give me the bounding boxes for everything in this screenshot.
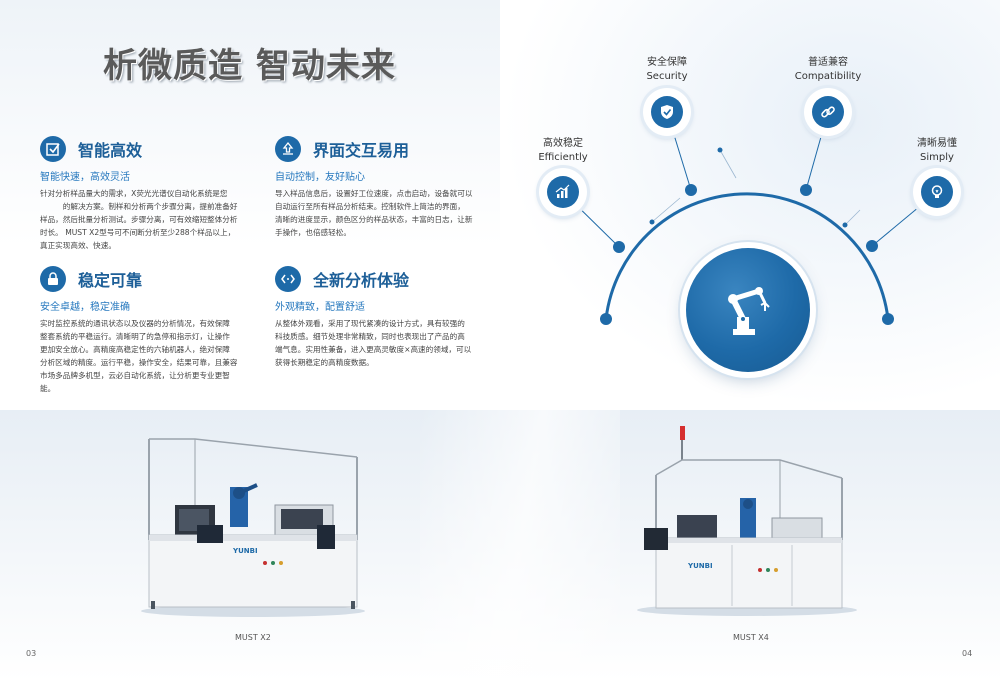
page-number-right: 04 bbox=[962, 649, 973, 658]
decor-line bbox=[651, 197, 681, 223]
property-label-security: 安全保障 Security bbox=[632, 56, 702, 84]
body-line: 自动运行至所有样品分析结束。控制软件上简洁的界面， bbox=[275, 202, 465, 211]
body-line: 实时监控系统的通讯状态以及仪器的分析情况，有效保障 bbox=[40, 319, 230, 328]
property-label-compatibility: 普适兼容 Compatibility bbox=[783, 56, 873, 84]
body-line: 真正实现高效、快速。 bbox=[40, 241, 116, 250]
arc-node bbox=[685, 184, 697, 196]
arc-node bbox=[866, 240, 878, 252]
pointer-icon bbox=[275, 136, 301, 162]
background-light-stripe bbox=[420, 410, 620, 681]
code-icon bbox=[275, 266, 301, 292]
property-en: Simply bbox=[920, 152, 954, 163]
property-node-efficiently bbox=[539, 168, 587, 216]
feature-body: 针对分析样品量大的需求，X荧光光谱仪自动化系统是您 的解决方案。制样和分析两个步… bbox=[40, 187, 237, 252]
shield-icon bbox=[651, 96, 683, 128]
property-cn: 安全保障 bbox=[647, 57, 687, 68]
product-caption: MUST X4 bbox=[733, 633, 769, 642]
property-node-simply bbox=[913, 168, 961, 216]
product-image-must-x4 bbox=[637, 426, 857, 616]
body-line: 清晰的进度显示，颜色区分的样品状态，丰富的日志，让新 bbox=[275, 215, 473, 224]
feature-body: 实时监控系统的通讯状态以及仪器的分析情况，有效保障 整套系统的平稳运行。清晰明了… bbox=[40, 317, 237, 395]
body-line: 导入样品信息后，设置好工位速度，点击启动，设备就可以 bbox=[275, 189, 473, 198]
feature-subtitle: 安全卓越，稳定准确 bbox=[40, 302, 130, 313]
feature-title: 智能高效 bbox=[78, 141, 143, 160]
lightbulb-icon bbox=[921, 176, 953, 208]
feature-body: 导入样品信息后，设置好工位速度，点击启动，设备就可以 自动运行至所有样品分析结束… bbox=[275, 187, 472, 239]
small-dot bbox=[842, 222, 848, 228]
body-line: 针对分析样品量大的需求，X荧光光谱仪自动化系统是您 bbox=[40, 189, 228, 198]
feature-reliability: 稳定可靠 安全卓越，稳定准确 实时监控系统的通讯状态以及仪器的分析情况，有效保障… bbox=[40, 266, 245, 401]
feature-efficiency: 智能高效 智能快速，高效灵活 针对分析样品量大的需求，X荧光光谱仪自动化系统是您… bbox=[40, 136, 245, 256]
arc-node bbox=[882, 313, 894, 325]
property-cn: 高效稳定 bbox=[543, 138, 583, 149]
property-cn: 清晰易懂 bbox=[917, 138, 957, 149]
property-node-security bbox=[643, 88, 691, 136]
center-robot-badge bbox=[686, 248, 810, 372]
feature-subtitle: 自动控制，友好贴心 bbox=[275, 172, 365, 183]
feature-subtitle: 外观精致，配置舒适 bbox=[275, 302, 365, 313]
small-dot bbox=[717, 147, 723, 153]
lock-icon bbox=[40, 266, 66, 292]
robot-arm-icon bbox=[728, 287, 770, 335]
body-line: 市场多品牌多机型，云必自动化系统，让分析更专业更智 bbox=[40, 371, 230, 380]
body-line: 分析区域的精度。运行平稳，操作安全，结果可靠，且兼容 bbox=[40, 358, 238, 367]
properties-arc-diagram bbox=[562, 111, 938, 325]
body-line: 整套系统的平稳运行。清晰明了的急停和指示灯，让操作 bbox=[40, 332, 230, 341]
property-node-compatibility bbox=[804, 88, 852, 136]
property-label-efficiently: 高效稳定 Efficiently bbox=[528, 137, 598, 165]
body-line: 能。 bbox=[40, 384, 56, 393]
feature-body: 从整体外观看，采用了现代紧凑的设计方式，具有较强的 科技质感。细节处理非常精致，… bbox=[275, 317, 471, 369]
feature-title: 稳定可靠 bbox=[78, 271, 143, 290]
feature-interface: 界面交互易用 自动控制，友好贴心 导入样品信息后，设置好工位速度，点击启动，设备… bbox=[275, 136, 485, 246]
property-en: Compatibility bbox=[794, 71, 862, 82]
arc-node bbox=[800, 184, 812, 196]
checkbox-icon bbox=[40, 136, 66, 162]
body-line: 从整体外观看，采用了现代紧凑的设计方式，具有较强的 bbox=[275, 319, 465, 328]
property-label-simply: 清晰易懂 Simply bbox=[902, 137, 972, 165]
product-image-must-x2 bbox=[141, 438, 365, 617]
body-line: 更加安全放心。高精度高稳定性的六轴机器人，绝对保障 bbox=[40, 345, 230, 354]
body-line: 的解决方案。制样和分析两个步骤分离，提前准备好 bbox=[40, 202, 238, 211]
feature-subtitle: 智能快速，高效灵活 bbox=[40, 172, 130, 183]
page-number-left: 03 bbox=[26, 649, 37, 658]
small-dot bbox=[649, 219, 655, 225]
body-line: 科技质感。细节处理非常精致，同时也表现出了产品的高 bbox=[275, 332, 465, 341]
property-cn: 普适兼容 bbox=[808, 57, 848, 68]
body-line: 手操作，也倍感轻松。 bbox=[275, 228, 351, 237]
product-caption: MUST X2 bbox=[235, 633, 271, 642]
decor-line bbox=[719, 149, 737, 179]
decor-line bbox=[844, 209, 861, 226]
arc-node bbox=[613, 241, 625, 253]
body-line: 获得长期稳定的高精度数据。 bbox=[275, 358, 374, 367]
chart-icon bbox=[547, 176, 579, 208]
body-line: 样品，然后批量分析测试。步骤分离，可有效缩短整体分析 bbox=[40, 215, 238, 224]
property-en: Security bbox=[646, 71, 688, 82]
arc-node bbox=[600, 313, 612, 325]
page-title: 析微质造 智动未来 bbox=[103, 46, 396, 86]
property-en: Efficiently bbox=[538, 152, 588, 163]
body-line: 时长。 MUST X2型号可不间断分析至少288个样品以上， bbox=[40, 228, 236, 237]
feature-experience: 全新分析体验 外观精致，配置舒适 从整体外观看，采用了现代紧凑的设计方式，具有较… bbox=[275, 266, 485, 376]
product-brand-logo: YUNBI bbox=[688, 562, 713, 570]
link-icon bbox=[812, 96, 844, 128]
feature-title: 全新分析体验 bbox=[313, 271, 410, 290]
feature-title: 界面交互易用 bbox=[313, 141, 410, 160]
main-arc bbox=[604, 192, 890, 320]
product-brand-logo: YUNBI bbox=[233, 547, 258, 555]
body-line: 端气息。实用性兼备，进入更高灵敏度×高速的领域，可以 bbox=[275, 345, 472, 354]
